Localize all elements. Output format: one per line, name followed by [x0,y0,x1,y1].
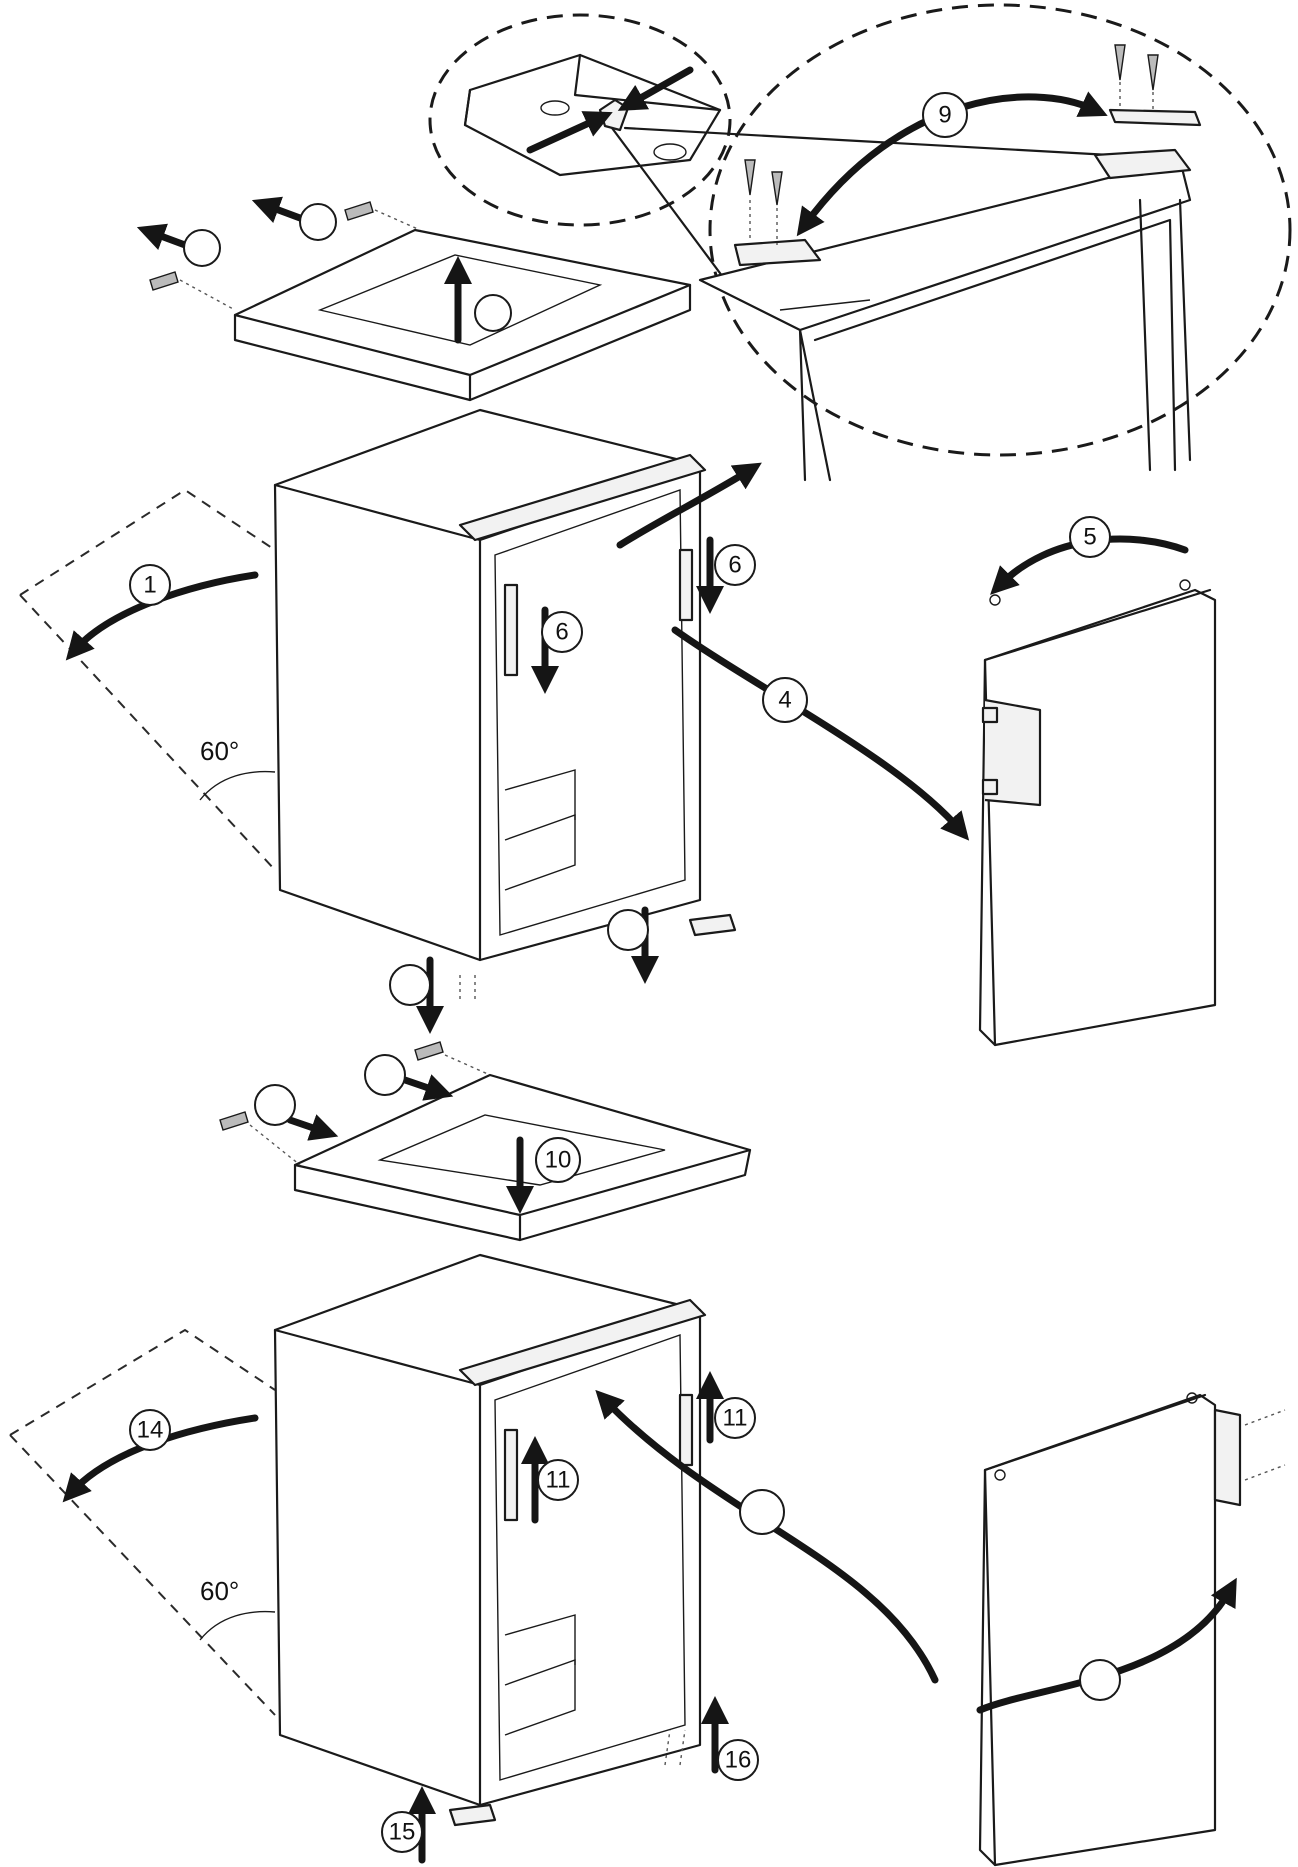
svg-text:4: 4 [778,687,791,714]
hinge-detail-zoom-large: 9 [698,3,1292,482]
step-badge-bottom-screws [389,964,431,1006]
door-reinstall [976,1392,1286,1867]
step-badge-6a: 6 [541,611,583,653]
svg-text:10: 10 [545,1147,572,1174]
step-badge-5: 5 [1069,516,1111,558]
svg-text:5: 5 [1083,524,1096,551]
tilt-angle-bottom: 60° [200,1576,239,1606]
tilt-outline-bottom: 14 60° [9,1328,276,1716]
svg-text:9: 9 [938,102,951,129]
fridge-cabinet-top: 6 6 [273,408,762,1034]
step-badge-screw-a [183,229,221,267]
door-reinstall-arrow [595,1389,939,1684]
tilt-angle-top: 60° [200,736,239,766]
hinge-detail-zoom-small [428,13,1112,302]
step-badge-9: 9 [922,92,968,138]
step-badge-reinstall-a [254,1084,296,1126]
top-panel-removed [136,196,692,402]
step-badge-16: 16 [717,1739,759,1781]
step-badge-4: 4 [762,677,808,723]
door-removal-arrow [671,626,970,841]
svg-text:16: 16 [725,1747,752,1774]
step-badge-top-panel-lift [474,294,512,332]
step-badge-6b: 6 [714,544,756,586]
step-badge-reinstall-b [364,1054,406,1096]
svg-text:15: 15 [389,1819,416,1846]
svg-text:11: 11 [546,1467,571,1494]
step-badge-bottom-hinge [607,909,649,951]
svg-text:6: 6 [555,619,568,646]
door-removed: 5 [978,516,1217,1047]
svg-text:6: 6 [728,552,741,579]
svg-text:14: 14 [137,1417,164,1444]
step-badge-14: 14 [129,1409,171,1451]
step-badge-reinstall-door [739,1489,785,1535]
step-badge-11a: 11 [537,1459,579,1501]
top-panel-reinstall: 10 [219,1041,752,1242]
tilt-outline-top: 1 60° [19,488,276,871]
step-badge-1: 1 [129,564,171,606]
step-badge-10: 10 [535,1137,581,1183]
step-badge-15: 15 [381,1811,423,1853]
fridge-cabinet-bottom: 11 11 16 15 [273,1253,759,1864]
step-badge-handle-move [1079,1659,1121,1701]
svg-text:1: 1 [143,572,156,599]
svg-text:11: 11 [723,1405,748,1432]
step-badge-screw-b [299,203,337,241]
step-badge-11b: 11 [714,1397,756,1439]
